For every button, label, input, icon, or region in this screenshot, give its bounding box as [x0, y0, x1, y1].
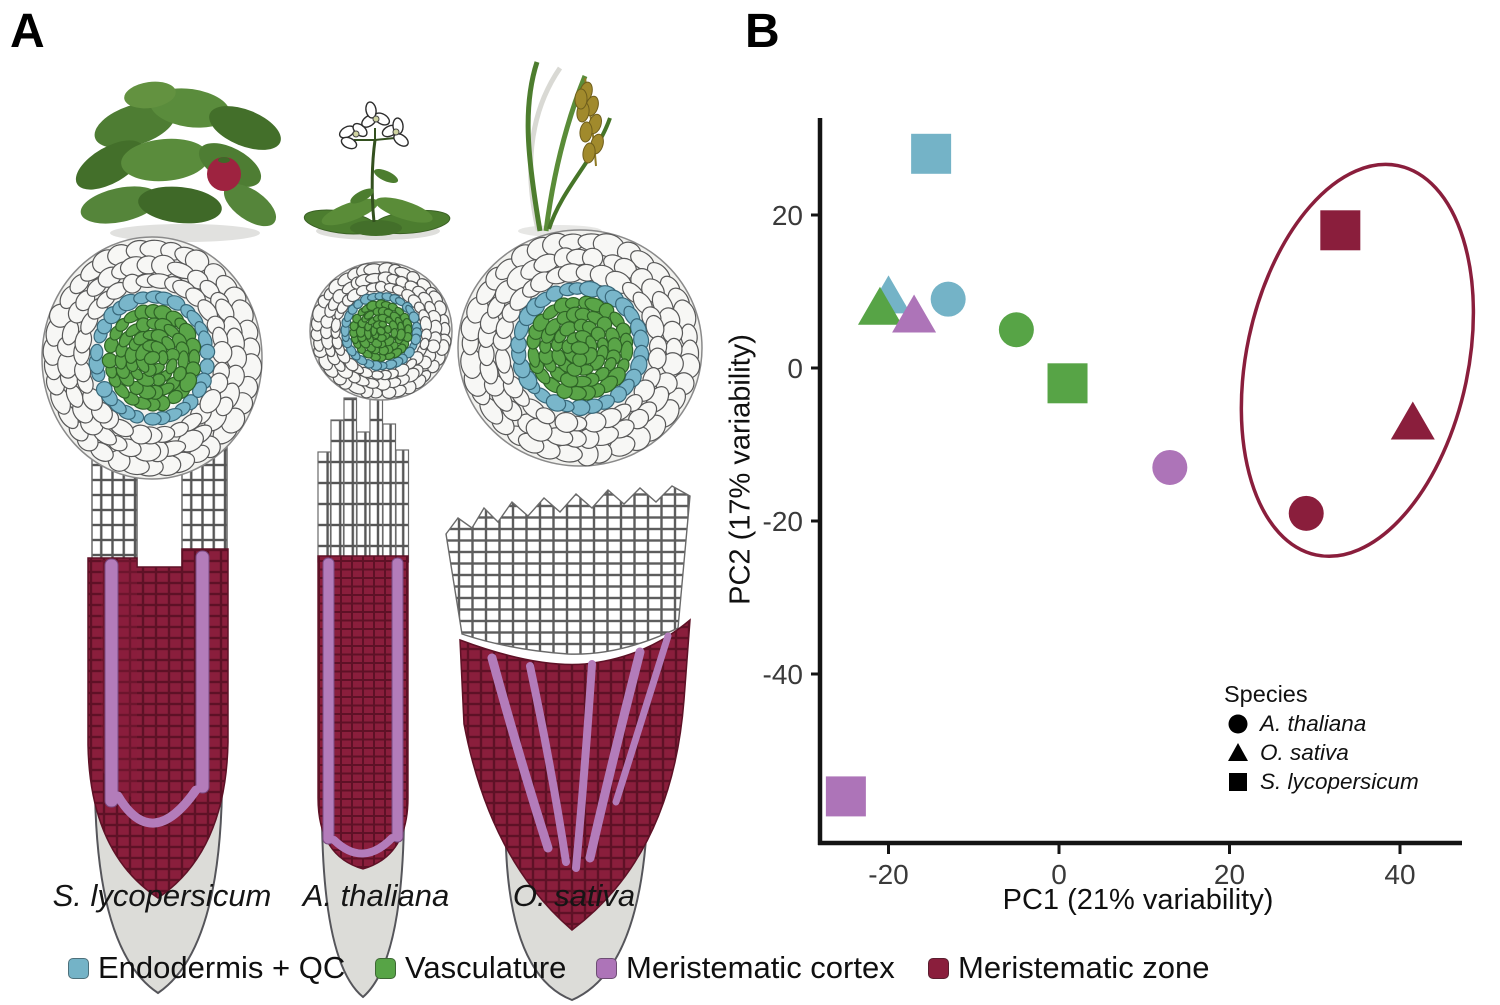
meristematic-cortex-streaks [487, 632, 672, 872]
meristematic-cortex-stripe [391, 557, 404, 843]
data-point-circle [1152, 449, 1188, 485]
rice-panicle [574, 81, 604, 164]
species-label-a-thaliana: A. thaliana [302, 878, 450, 913]
root-tip-a-thaliana [317, 395, 410, 999]
x-tick-label: 40 [1384, 859, 1415, 890]
cross-section-o-sativa [457, 229, 703, 467]
cross-section-s-lycopersicum [41, 236, 263, 480]
y-axis-title: PC2 (17% variability) [724, 334, 757, 605]
x-tick-label: -20 [868, 859, 908, 890]
meristematic-cortex-stripe [322, 557, 335, 845]
y-tick-label: 20 [772, 200, 803, 231]
species-legend-label: A. thaliana [1258, 711, 1366, 736]
root-tip-o-sativa [445, 485, 691, 1002]
data-point-square [1047, 363, 1088, 404]
legend-swatch [928, 957, 949, 979]
data-point-circle [998, 312, 1034, 348]
tomato-fruit [207, 157, 241, 191]
cross-section-a-thaliana [309, 261, 453, 401]
legend-label: Endodermis + QC [98, 950, 346, 985]
legend-item: Meristematic zone [928, 950, 1210, 986]
arabidopsis-flowers [338, 101, 409, 150]
meristematic-zone-region [317, 555, 409, 870]
species-legend-title: Species [1224, 681, 1308, 707]
data-point-circle [1288, 495, 1324, 531]
legend-swatch [596, 957, 617, 979]
legend-item: Endodermis + QC [68, 950, 345, 986]
cluster-ellipse [1239, 162, 1476, 559]
x-axis-title: PC1 (21% variability) [1002, 884, 1274, 916]
species-legend-label: S. lycopersicum [1260, 769, 1419, 794]
data-point-square [1320, 210, 1361, 251]
x-tick-label: 20 [1214, 859, 1245, 890]
species-legend-label: O. sativa [1260, 740, 1349, 765]
legend-item: Vasculature [375, 950, 566, 986]
cell-files-flare [445, 485, 691, 655]
x-tick-label: 0 [1051, 859, 1067, 890]
tomato-plant-illustration [75, 81, 281, 242]
legend-item: Meristematic cortex [596, 950, 895, 986]
arabidopsis-plant-illustration [303, 101, 451, 240]
legend-swatch [375, 957, 396, 979]
panel-a-label: A [10, 5, 45, 58]
legend-swatch [68, 957, 89, 979]
meristematic-cortex-stripe [104, 558, 119, 808]
data-point-square [825, 776, 866, 817]
legend-label: Meristematic zone [958, 950, 1210, 985]
species-label-s-lycopersicum: S. lycopersicum [52, 878, 272, 913]
root-tip-s-lycopersicum [87, 442, 229, 995]
data-point-triangle [1390, 401, 1435, 440]
y-tick-label: -20 [763, 506, 803, 537]
legend-label: Meristematic cortex [626, 950, 895, 985]
data-point-square [911, 133, 952, 174]
legend-label: Vasculature [405, 950, 567, 985]
data-point-circle [930, 281, 966, 317]
species-label-o-sativa: O. sativa [512, 878, 636, 913]
panel-b-label: B [745, 5, 780, 58]
y-tick-label: -40 [763, 659, 803, 690]
y-tick-label: 0 [787, 353, 803, 384]
meristematic-cortex-stripe [195, 550, 210, 794]
data-point-triangle [857, 286, 902, 325]
data-point-triangle [892, 294, 937, 333]
